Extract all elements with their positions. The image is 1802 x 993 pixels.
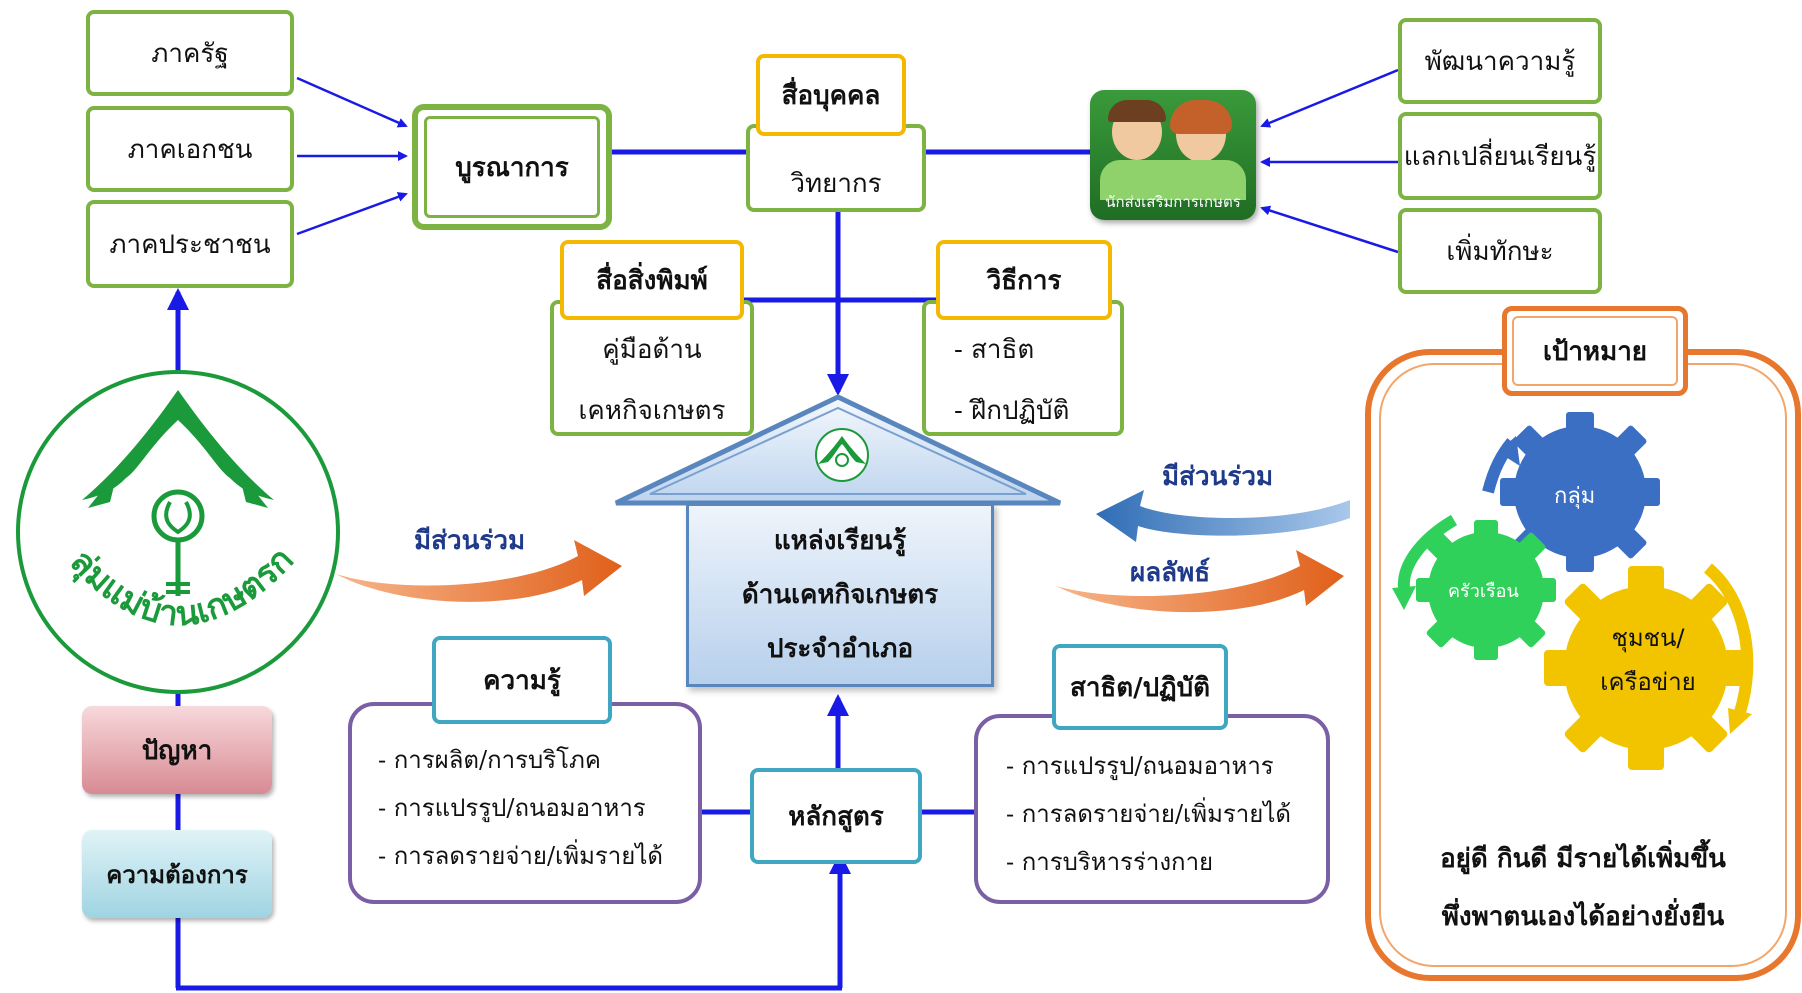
problem-box: ปัญหา: [82, 706, 272, 794]
participate-right-arrow: [1096, 490, 1350, 542]
arrow-state-to-integration: [296, 76, 408, 128]
knowledge-item: - การแปรรูป/ถนอมอาหาร: [378, 794, 646, 822]
outcome-label: ผลลัพธ์: [1130, 558, 1211, 588]
need-label: ความต้องการ: [106, 859, 248, 889]
sector-private-label: ภาคเอกชน: [127, 134, 253, 165]
print-media-title: สื่อสิ่งพิมพ์: [560, 240, 744, 320]
outcome-arrow: [1056, 550, 1344, 613]
goal-result-line-2: พึ่งพาตนเองได้อย่างยั่งยืน: [1441, 902, 1725, 932]
gear-household-label: ครัวเรือน: [1448, 581, 1519, 602]
knowledge-title: ความรู้: [432, 636, 612, 724]
knowledge-list: - การผลิต/การบริโภค - การแปรรูป/ถนอมอาหา…: [378, 736, 663, 880]
cycle-arrow-green: [1397, 514, 1458, 589]
media-person-title-label: สื่อบุคคล: [781, 80, 881, 111]
house-roof-inner: [649, 406, 1027, 495]
center-line-3: ประจำอำเภอ: [766, 634, 914, 664]
integration-label: บูรณาการ: [455, 152, 569, 183]
arrow-people-to-integration: [296, 192, 408, 236]
cycle-arrow-yellow: [1703, 563, 1754, 714]
trainer-box: วิทยากร: [746, 124, 926, 212]
participate-left-label: มีส่วนร่วม: [414, 526, 526, 556]
knowledge-item: - การลดรายจ่าย/เพิ่มรายได้: [378, 842, 663, 870]
develop-knowledge-label: พัฒนาความรู้: [1424, 46, 1576, 77]
sector-private: ภาคเอกชน: [86, 106, 294, 192]
methods-box: - สาธิต - ฝึกปฏิบัติ: [922, 300, 1124, 436]
print-media-box: คู่มือด้าน เคหกิจเกษตร: [550, 300, 754, 436]
print-media-line-1: คู่มือด้าน: [602, 335, 702, 365]
exchange-learning-label: แลกเปลี่ยนเรียนรู้: [1403, 141, 1597, 172]
thai-roof-emblem-icon: [82, 390, 274, 508]
goal-title-label: เป้าหมาย: [1542, 336, 1648, 367]
knowledge-item: - การผลิต/การบริโภค: [378, 746, 601, 774]
gear-community-line-2: เครือข่าย: [1600, 668, 1696, 696]
knowledge-box: - การผลิต/การบริโภค - การแปรรูป/ถนอมอาหา…: [348, 702, 702, 904]
integration-box: บูรณาการ: [412, 104, 612, 230]
practice-title: สาธิต/ปฏิบัติ: [1052, 644, 1228, 730]
practice-box: - การแปรรูป/ถนอมอาหาร - การลดรายจ่าย/เพิ…: [974, 714, 1330, 904]
center-line-2: ด้านเคหกิจเกษตร: [741, 580, 939, 610]
methods-title-label: วิธีการ: [986, 265, 1062, 296]
goal-result: อยู่ดี กินดี มีรายได้เพิ่มขึ้น พึ่งพาตนเ…: [1390, 830, 1776, 946]
trainer-label: วิทยากร: [790, 168, 882, 199]
methods-item-1: - สาธิต: [954, 335, 1035, 365]
goal-title: เป้าหมาย: [1502, 306, 1688, 396]
sector-people: ภาคประชาชน: [86, 200, 294, 288]
gear-community-icon: [1544, 566, 1748, 770]
extension-officer-picture: นักส่งเสริมการเกษตร: [1090, 90, 1256, 220]
practice-title-label: สาธิต/ปฏิบัติ: [1069, 672, 1211, 703]
exchange-learning-box: แลกเปลี่ยนเรียนรู้: [1398, 112, 1602, 200]
gear-group-label: กลุ่ม: [1554, 484, 1596, 509]
sector-state: ภาครัฐ: [86, 10, 294, 96]
gear-community-line-1: ชุมชน/: [1611, 624, 1685, 652]
add-skill-box: เพิ่มทักษะ: [1398, 208, 1602, 294]
practice-item: - การแปรรูป/ถนอมอาหาร: [1006, 752, 1274, 780]
gear-group-icon: [1500, 412, 1660, 572]
arrow-develop-knowledge: [1260, 68, 1399, 128]
knowledge-title-label: ความรู้: [483, 665, 561, 696]
develop-knowledge-box: พัฒนาความรู้: [1398, 18, 1602, 104]
print-media-line-2: เคหกิจเกษตร: [578, 396, 726, 426]
methods-item-2: - ฝึกปฏิบัติ: [954, 396, 1070, 426]
curriculum-box: หลักสูตร: [750, 768, 922, 864]
add-skill-label: เพิ่มทักษะ: [1446, 236, 1554, 267]
practice-list: - การแปรรูป/ถนอมอาหาร - การลดรายจ่าย/เพิ…: [1006, 742, 1291, 886]
practice-item: - การลดรายจ่าย/เพิ่มรายได้: [1006, 800, 1291, 828]
methods-title: วิธีการ: [936, 240, 1112, 320]
goal-result-line-1: อยู่ดี กินดี มีรายได้เพิ่มขึ้น: [1440, 844, 1726, 874]
print-media-title-label: สื่อสิ่งพิมพ์: [596, 265, 708, 296]
gear-community-label: ชุมชน/ เครือข่าย: [1596, 616, 1700, 704]
need-box: ความต้องการ: [82, 830, 272, 918]
officer-caption: นักส่งเสริมการเกษตร: [1105, 193, 1241, 211]
center-line-1: แหล่งเรียนรู้: [773, 526, 907, 556]
practice-item: - การบริหารร่างกาย: [1006, 848, 1214, 876]
gear-household-icon: [1416, 520, 1556, 660]
participate-left-arrow: [336, 540, 622, 602]
arrow-add-skill: [1260, 205, 1399, 254]
participate-right-label: มีส่วนร่วม: [1162, 462, 1274, 492]
sector-state-label: ภาครัฐ: [151, 38, 229, 69]
media-person-title: สื่อบุคคล: [756, 54, 906, 136]
sector-people-label: ภาคประชาชน: [109, 229, 271, 260]
problem-label: ปัญหา: [141, 735, 213, 766]
curriculum-label: หลักสูตร: [788, 801, 884, 832]
learning-center-box: แหล่งเรียนรู้ ด้านเคหกิจเกษตร ประจำอำเภอ: [686, 503, 994, 687]
